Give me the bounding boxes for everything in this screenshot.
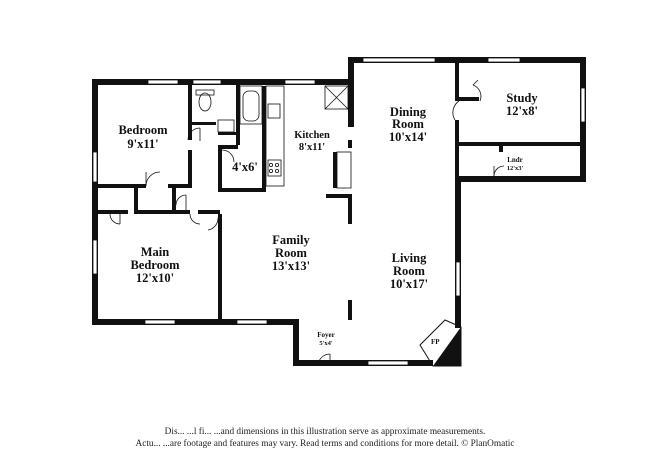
door-swings <box>109 79 505 367</box>
laundry-dims: 12'x3' <box>507 165 524 172</box>
kitchen-name: Kitchen <box>294 130 330 141</box>
fireplace-outline <box>419 319 462 367</box>
foyer-name: Foyer <box>317 331 335 339</box>
kitchen-dims: 8'x11' <box>299 142 325 153</box>
fireplace-label: FP <box>431 338 440 346</box>
bathroom-fixtures <box>195 85 263 133</box>
study-name: Study <box>506 91 538 105</box>
interior-walls <box>98 63 580 320</box>
disclaimer-line-2: Actu... ...are footage and features may … <box>135 439 515 449</box>
living-room-dims: 10'x17' <box>390 277 428 291</box>
foyer-dims: 5'x4' <box>319 340 333 347</box>
family-room-dims: 13'x13' <box>272 259 310 273</box>
living-room-name-line1: Living <box>392 251 427 265</box>
windows <box>92 57 586 366</box>
study-dims: 12'x8' <box>506 104 538 118</box>
dining-name-line1: Dining <box>390 105 427 119</box>
disclaimer-line-1: Dis... ...l fi... ...and dimensions in t… <box>164 427 486 437</box>
fireplace-shape <box>433 327 461 366</box>
main-bedroom-name-line2: Bedroom <box>130 258 180 272</box>
family-room-name-line1: Family <box>272 233 310 247</box>
bedroom-dims: 9'x11' <box>127 137 158 151</box>
living-room-name-line2: Room <box>393 264 426 278</box>
dining-dims: 10'x14' <box>389 130 427 144</box>
main-bedroom-name-line1: Main <box>141 245 170 259</box>
main-bedroom-dims: 12'x10' <box>136 271 174 285</box>
dining-name-line2: Room <box>392 117 425 131</box>
closet-dims: 4'x6' <box>232 160 258 174</box>
kitchen-fixtures <box>265 85 352 189</box>
bedroom-name: Bedroom <box>118 123 168 137</box>
laundry-name: Lndr <box>507 156 523 164</box>
family-room-name-line2: Room <box>275 246 308 260</box>
